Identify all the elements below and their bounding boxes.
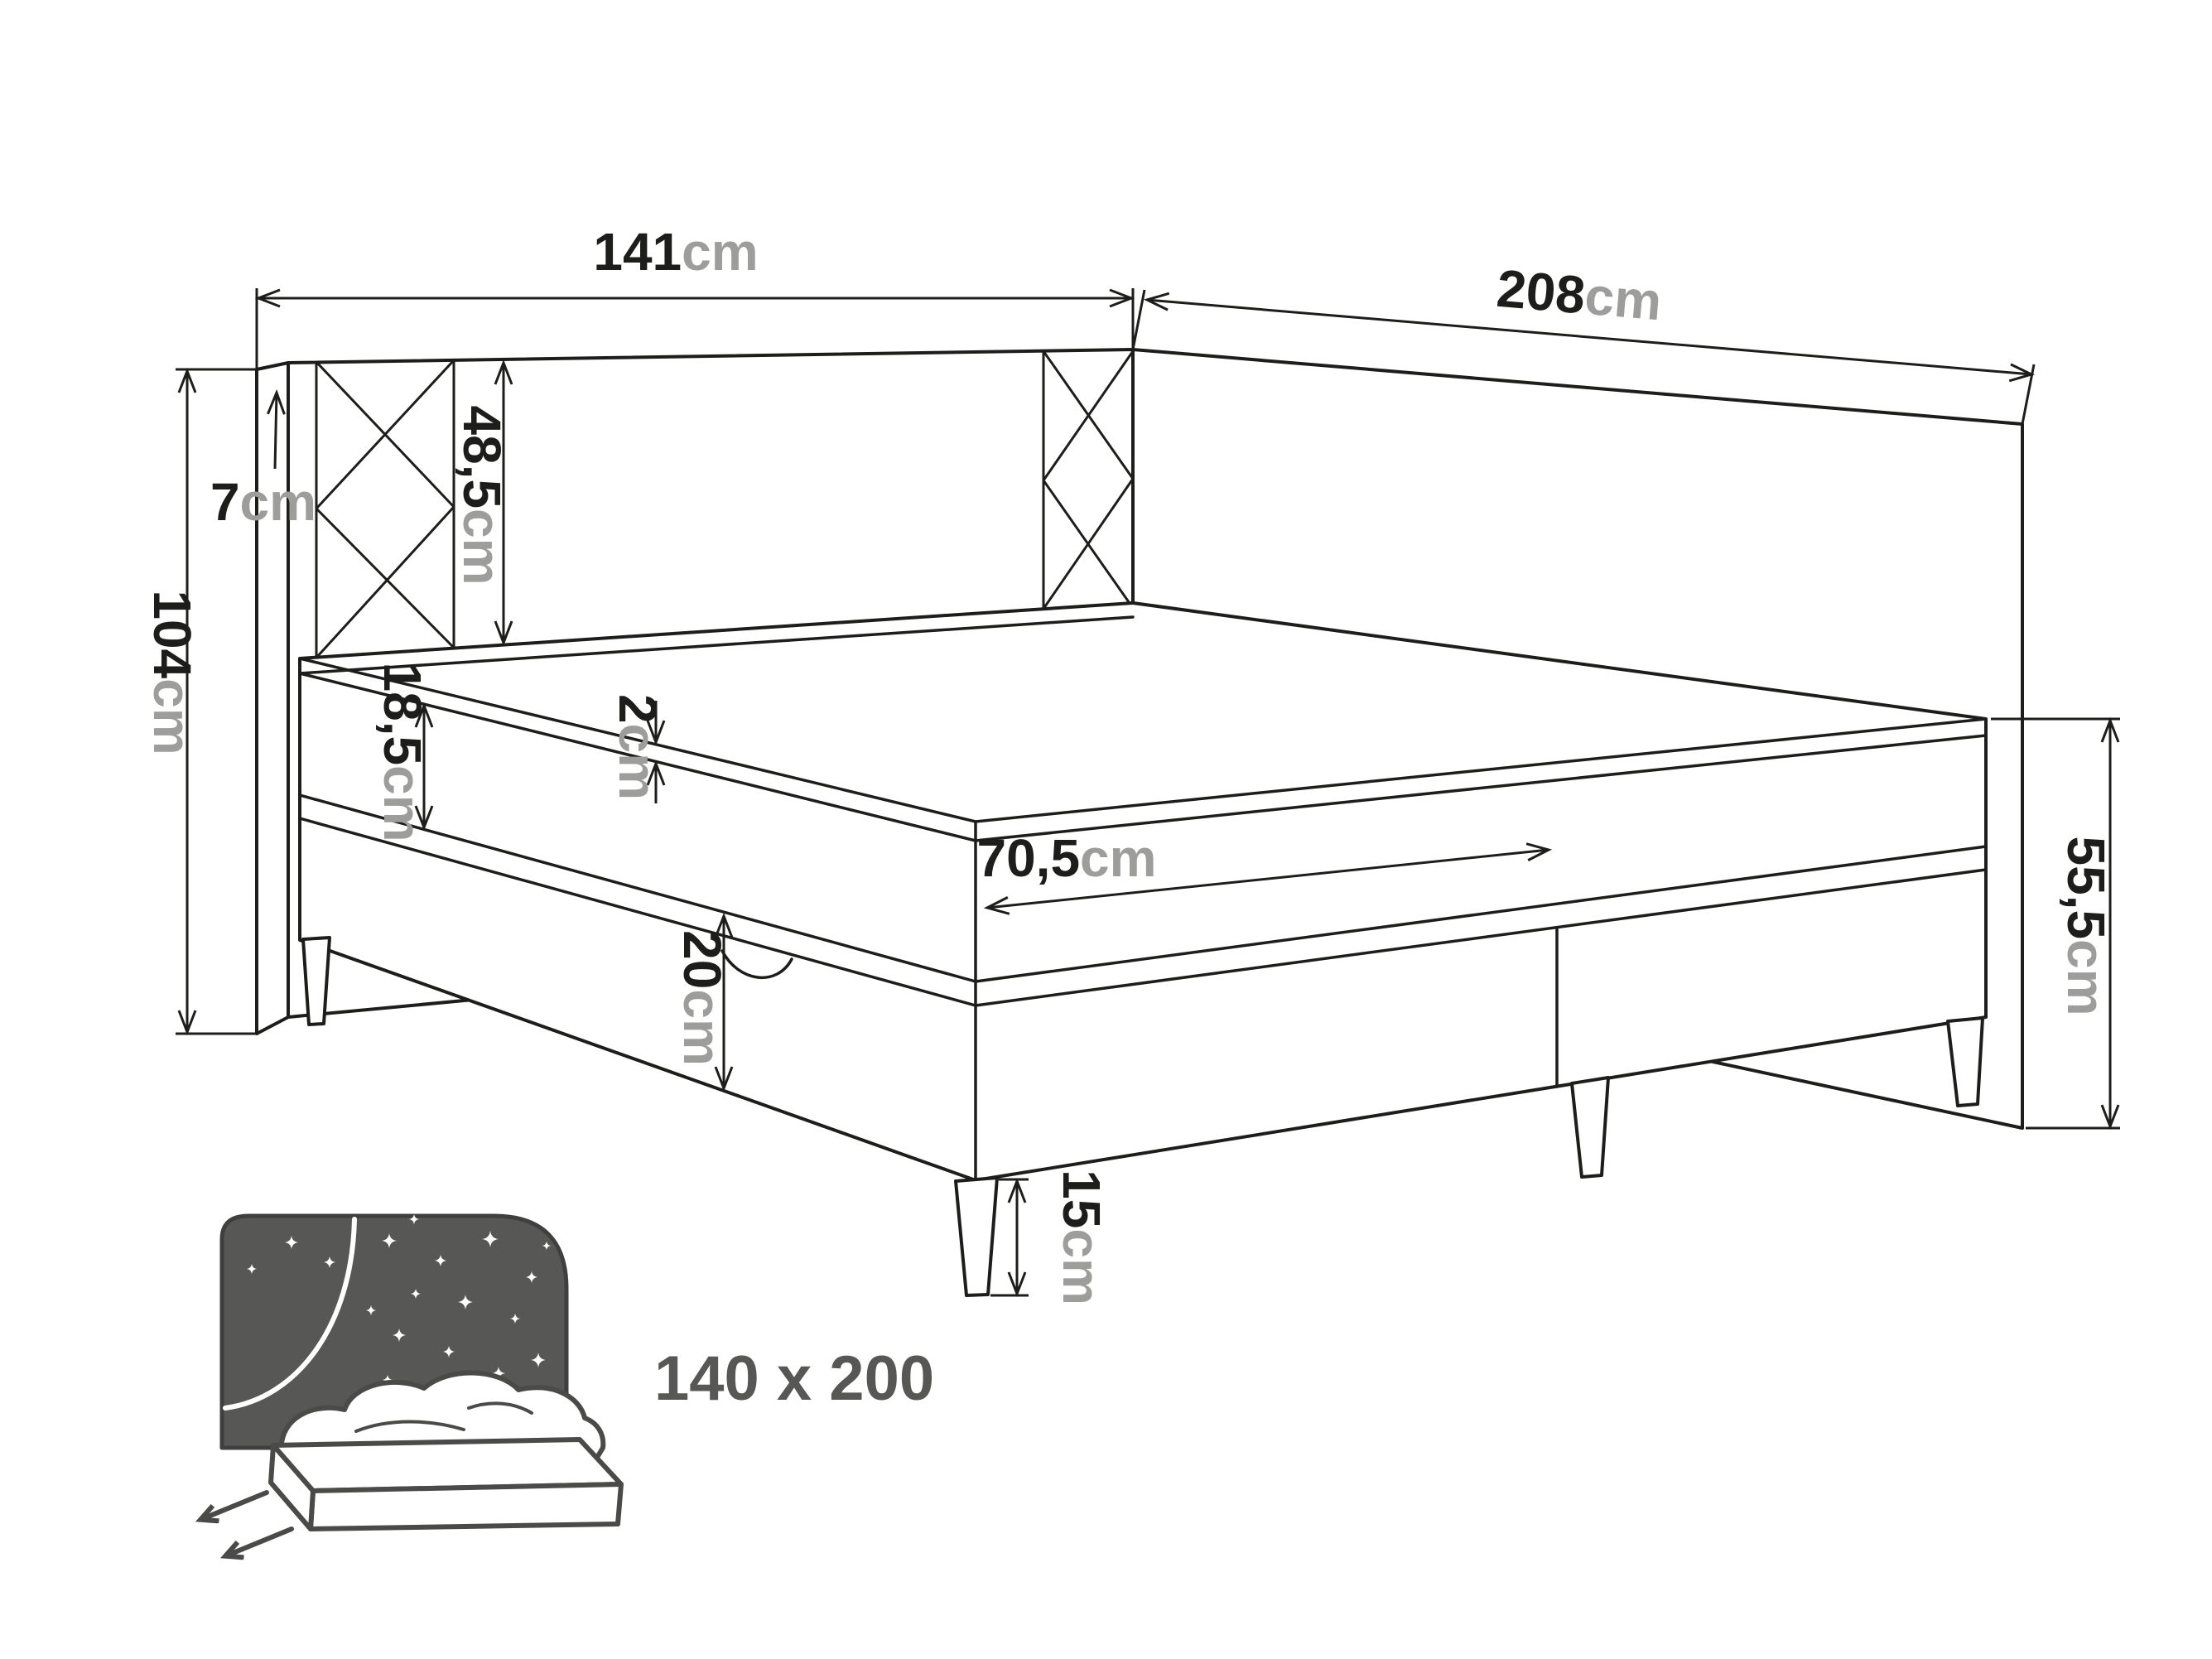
dimensions: 141cm 208cm 104cm 7cm 48,5cm 18,5cm [142, 222, 2120, 1305]
storage-box-top-seam [298, 817, 1988, 1007]
icon-base-side [268, 1443, 316, 1531]
dimension-headboard-width: 141cm [254, 222, 1135, 369]
dimension-unit: cm [1080, 828, 1157, 888]
dimension-unit: cm [682, 222, 759, 282]
pullout-arrow-icon [227, 1526, 294, 1555]
dimension-headboard-total-height: 104cm [142, 367, 257, 1036]
topper-seam [298, 615, 1988, 842]
dimension-value: 2 [608, 694, 667, 724]
dimension-unit: cm [2056, 939, 2116, 1016]
bed-body [298, 601, 1988, 1297]
leg-front-right [1570, 1076, 1610, 1179]
dimension-value: 70,5 [976, 828, 1080, 888]
storage-bed-icon [202, 1213, 624, 1555]
diamond-pattern [315, 359, 455, 659]
icon-base-front [308, 1482, 624, 1531]
dimension-side-frame-height: 55,5cm [1991, 716, 2120, 1131]
dimension-mattress-height: 18,5cm [373, 662, 434, 842]
dimension-drawer-front-width: 70,5cm [976, 828, 1553, 915]
dimension-value: 15 [1052, 1169, 1111, 1228]
headboard-diamond-strip-left [315, 359, 455, 659]
dimension-label: 55,5cm [2056, 836, 2116, 1015]
dimension-unit: cm [452, 509, 512, 586]
dimension-unit: cm [1052, 1228, 1111, 1305]
dimension-unit: cm [373, 765, 432, 842]
leg-far-right [1946, 1016, 1984, 1107]
dimension-label: 2cm [608, 694, 667, 800]
headboard-panel-edge [255, 361, 290, 1035]
dimension-side-panel-length: 208cm [1131, 258, 2036, 425]
dimension-storage-box-height: 20cm [672, 912, 734, 1092]
leader-line [267, 388, 286, 470]
dimension-unit: cm [672, 989, 732, 1066]
icon-duvet-folds [354, 1401, 533, 1433]
dimension-value: 208 [1495, 258, 1588, 326]
dimension-value: 48,5 [452, 405, 512, 509]
icon-moon-curve [223, 1217, 357, 1411]
dimension-label: 15cm [1052, 1169, 1111, 1305]
bed-legs [301, 936, 1984, 1297]
leg-front [954, 1176, 999, 1297]
dimension-headboard-above-mattress: 48,5cm [452, 359, 513, 647]
dimension-line [983, 842, 1553, 915]
dimension-topper-height: 2cm [608, 694, 667, 803]
dimension-label: 208cm [1495, 258, 1665, 331]
dimension-unit: cm [240, 472, 317, 532]
diamond-pattern [1042, 350, 1135, 610]
dimension-label: 70,5cm [976, 828, 1156, 888]
dimension-value: 104 [142, 590, 202, 678]
dimension-unit: cm [1583, 266, 1664, 331]
dimension-label: 104cm [142, 590, 202, 755]
bed-size-label: 140 x 200 [654, 1343, 934, 1414]
dimension-value: 55,5 [2056, 836, 2116, 939]
dimension-line [1143, 292, 2036, 383]
dimension-value: 7 [210, 472, 240, 532]
dimension-label: 18,5cm [373, 662, 432, 842]
dimension-panel-thickness: 7cm [210, 388, 316, 532]
leg-back-left [301, 936, 331, 1026]
dimension-leg-height: 15cm [990, 1169, 1111, 1305]
dimension-unit: cm [608, 724, 667, 801]
dimension-label: 7cm [210, 472, 316, 532]
dimension-label: 20cm [672, 930, 732, 1066]
dimension-value: 141 [593, 222, 682, 282]
bed-size-legend: 140 x 200 [202, 1213, 934, 1555]
headboard-diamond-strip-right [1042, 350, 1135, 610]
dimension-value: 18,5 [373, 662, 432, 765]
dimension-label: 48,5cm [452, 405, 512, 585]
dimension-unit: cm [142, 678, 202, 755]
dimension-label: 141cm [593, 222, 758, 282]
dimension-value: 20 [672, 930, 732, 989]
pullout-arrow-icon [202, 1490, 269, 1519]
